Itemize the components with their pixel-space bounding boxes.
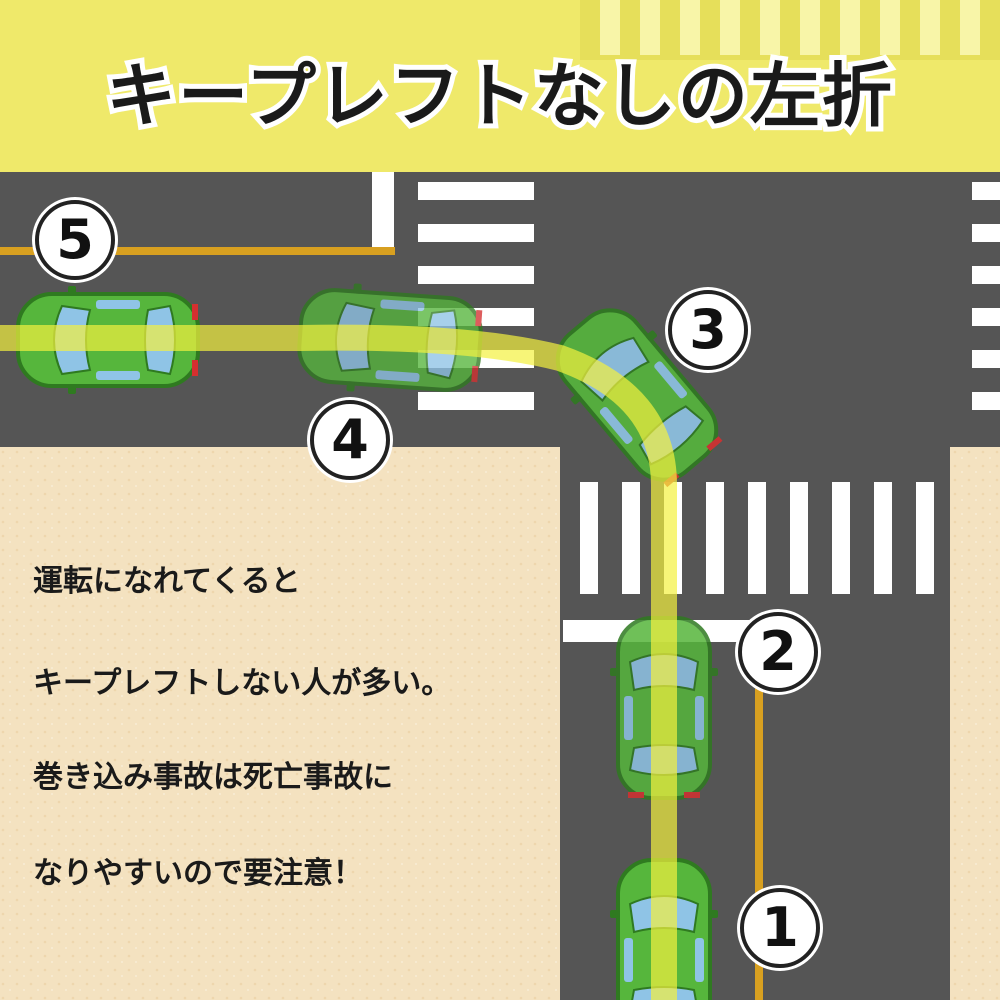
caption-line-4: なりやすいので要注意！ [33, 856, 363, 891]
step-label-2: 2 [738, 612, 818, 692]
stop-line-left [372, 172, 394, 247]
horizontal-center-line [0, 247, 395, 255]
caption-line-3: 巻き込み事故は死亡事故に [33, 760, 393, 795]
caption-line-1: 運転になれてくると [33, 564, 301, 599]
step-label-1: 1 [740, 888, 820, 968]
title-band-stripes [600, 0, 980, 55]
page-title: キープレフトなしの左折 [101, 50, 897, 142]
step-label-4: 4 [310, 400, 390, 480]
step-label-3: 3 [668, 290, 748, 370]
vertical-center-line [755, 640, 763, 1000]
caption-line-2: キープレフトしない人が多い。 [33, 666, 452, 701]
step-label-5: 5 [35, 200, 115, 280]
crosswalk-right [972, 182, 1000, 410]
right-sidewalk [950, 447, 1000, 1000]
crosswalk-bottom [580, 482, 934, 594]
turn-path [0, 324, 677, 1000]
